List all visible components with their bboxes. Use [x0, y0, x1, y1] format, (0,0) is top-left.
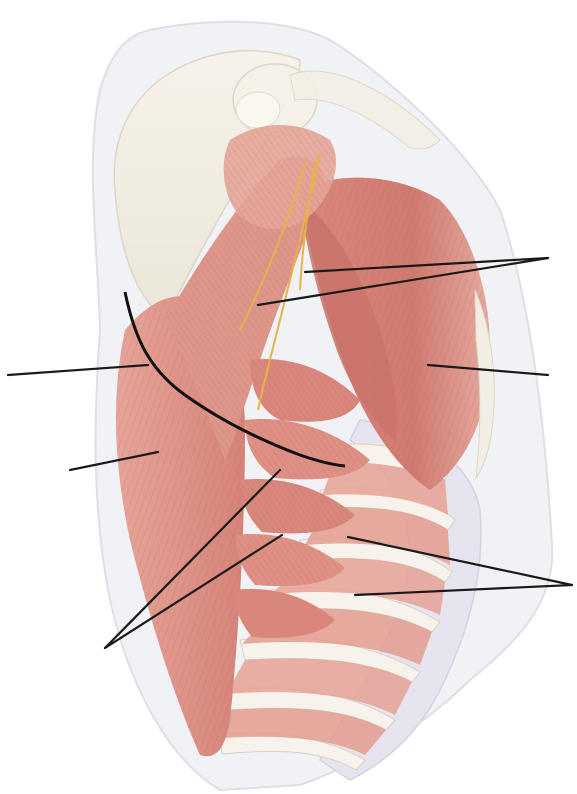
humeral-head-highlight [236, 92, 280, 128]
